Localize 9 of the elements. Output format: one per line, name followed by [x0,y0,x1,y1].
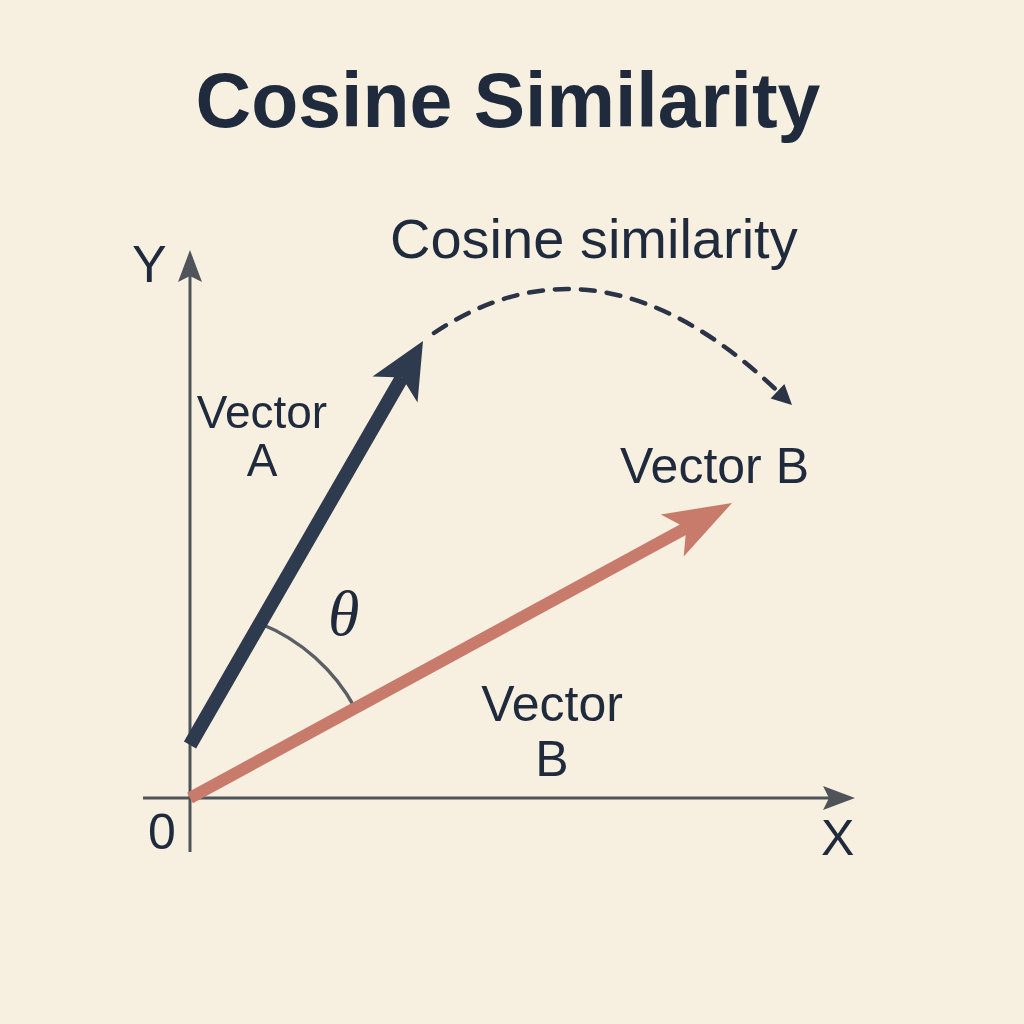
origin-label: 0 [148,805,176,860]
vector-label: Vector B [480,677,624,787]
vector-label: Vector B [620,439,809,494]
vector-label: Vector A [195,388,329,485]
axis-label: X [821,811,855,866]
diagram-title: Cosine Similarity [194,58,822,143]
angle-label: θ [328,579,360,650]
axis-label: Y [132,236,167,294]
annotation-label: Cosine similarity [390,208,798,270]
